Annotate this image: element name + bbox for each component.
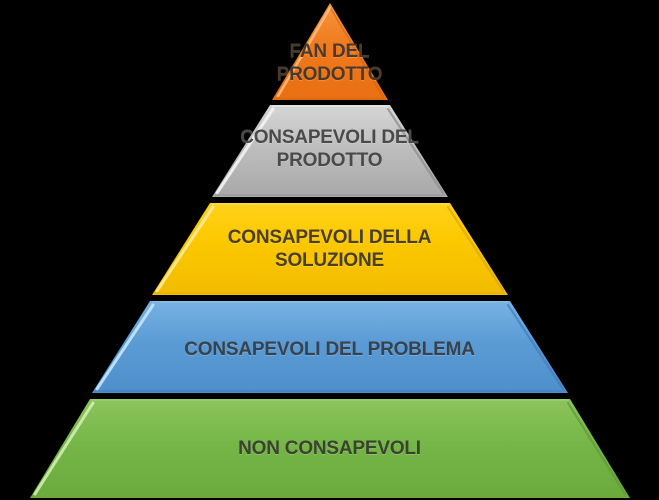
tier-shape-consapevoli-della-soluzione[interactable] bbox=[152, 203, 508, 295]
tier-shape-non-consapevoli[interactable] bbox=[30, 399, 630, 498]
tier-shape-fan-del-prodotto[interactable] bbox=[272, 3, 388, 100]
tier-shape-consapevoli-del-problema[interactable] bbox=[92, 301, 568, 393]
tier-shape-consapevoli-del-prodotto[interactable] bbox=[212, 105, 448, 197]
